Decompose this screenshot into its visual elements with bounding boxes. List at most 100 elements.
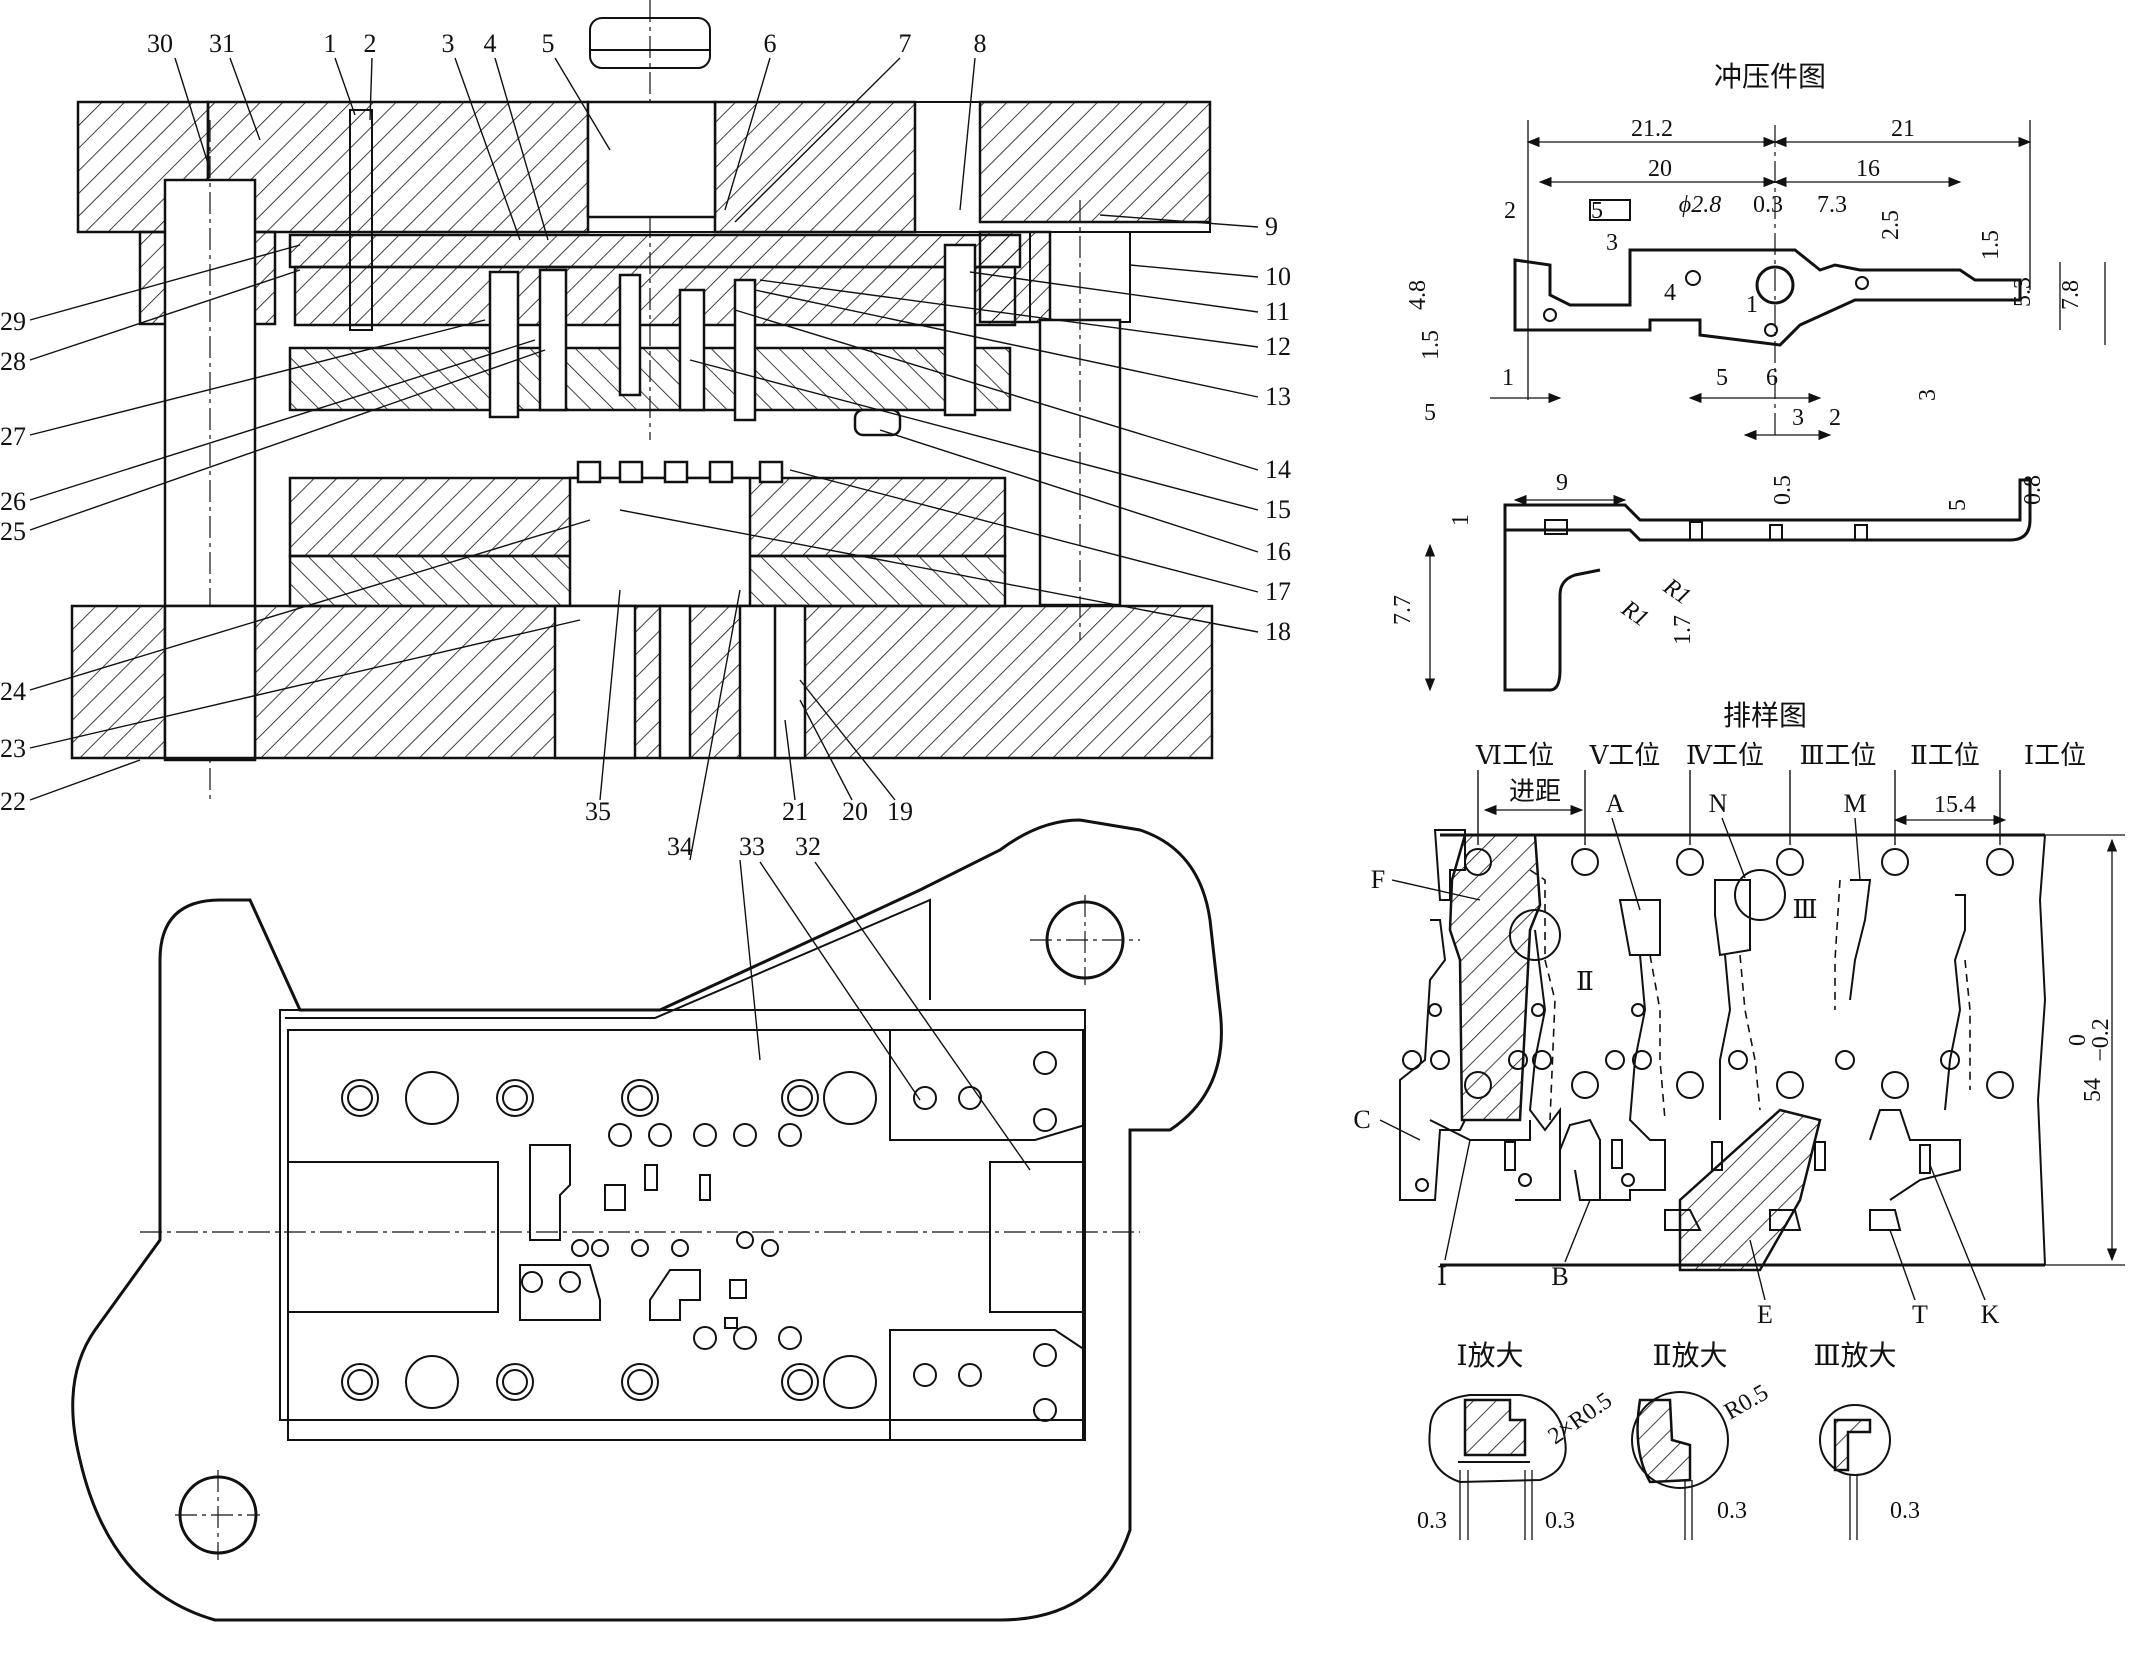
detail-I-dim-left: 0.3 — [1417, 1508, 1447, 1534]
part-label-9: 9 — [1265, 212, 1278, 241]
station-3: Ⅲ工位 — [1799, 741, 1876, 770]
layout-letter-C: C — [1353, 1105, 1370, 1134]
dim-6: 6 — [1766, 365, 1778, 391]
part-label-14: 14 — [1265, 455, 1291, 484]
part-label-18: 18 — [1265, 617, 1291, 646]
detail-III-title: Ⅲ放大 — [1813, 1340, 1896, 1372]
dim-5-3: 5.3 — [2010, 277, 2036, 307]
layout-letter-N: N — [1709, 789, 1728, 818]
part-label-11: 11 — [1265, 297, 1290, 326]
layout-letter-T: T — [1912, 1300, 1928, 1329]
part-label-24: 24 — [0, 677, 26, 706]
dim-1-bottom: 1 — [1502, 365, 1514, 391]
part-label-3: 3 — [442, 29, 455, 58]
part-label-12: 12 — [1265, 332, 1291, 361]
dim-7-7: 7.7 — [1390, 595, 1416, 625]
stamping-part-view: 冲压件图 21.2 2 1 20 1 6 2 5 3 ϕ2.8 0.3 7.3 2.… — [1390, 61, 2106, 692]
strip-width-tol-upper: 0 — [2065, 1034, 2091, 1046]
dim-21-2: 21.2 — [1631, 116, 1673, 142]
detail-circle-II — [1509, 909, 1561, 961]
dim-0-3: 0.3 — [1753, 192, 1783, 218]
station-2: Ⅱ工位 — [1910, 741, 1980, 770]
strip-layout-view: 排样图 Ⅵ工位 Ⅴ工位 Ⅳ工位 Ⅲ工位 Ⅱ工位 Ⅰ工位 进距 15.4 54 0… — [1353, 700, 2125, 1329]
part-label-19: 19 — [887, 797, 913, 826]
dim-5-bottom: 5 — [1424, 400, 1436, 426]
strip-width-tol-lower: −0.2 — [2088, 1018, 2114, 1062]
pitch-label: 进距 — [1509, 777, 1561, 806]
part-label-26: 26 — [0, 487, 26, 516]
dim-4: 4 — [1664, 280, 1676, 306]
dim-1-5-right: 1.5 — [1978, 230, 2004, 260]
part-label-32: 32 — [795, 832, 821, 861]
dim-1-7: 1.7 — [1670, 615, 1696, 645]
part-label-23: 23 — [0, 734, 26, 763]
part-label-16: 16 — [1265, 537, 1291, 566]
detail-II-title: Ⅱ放大 — [1652, 1340, 1727, 1372]
part-label-25: 25 — [0, 517, 26, 546]
strip-width-dim: 54 — [2080, 1078, 2106, 1102]
layout-letter-M: M — [1843, 789, 1866, 818]
detail-I-radius: 2×R0.5 — [1544, 1388, 1618, 1450]
dim-0-8: 0.8 — [2020, 475, 2046, 505]
dim-5b: 5 — [1716, 365, 1728, 391]
part-label-10: 10 — [1265, 262, 1291, 291]
dim-7-3: 7.3 — [1817, 192, 1847, 218]
detail-II-radius: R0.5 — [1720, 1380, 1773, 1426]
part-label-8: 8 — [974, 29, 987, 58]
layout-title: 排样图 — [1723, 700, 1807, 732]
part-label-17: 17 — [1265, 577, 1291, 606]
dim-phi2-8: ϕ2.8 — [1679, 192, 1721, 218]
dim-4-8: 4.8 — [1405, 280, 1431, 310]
dim-1-5-left: 1.5 — [1418, 330, 1444, 360]
pilot-holes — [1402, 848, 2014, 1192]
layout-letter-III: Ⅲ — [1792, 895, 1817, 924]
part-label-31: 31 — [209, 29, 235, 58]
stamping-part-title: 冲压件图 — [1714, 61, 1826, 93]
part-number-labels: 30 31 1 2 3 4 5 6 7 8 9 10 11 12 13 14 1… — [0, 29, 1291, 1171]
dim-2-5: 2.5 — [1878, 210, 1904, 240]
part-label-20: 20 — [842, 797, 868, 826]
dim-1-side: 1 — [1448, 514, 1474, 526]
part-label-5: 5 — [542, 29, 555, 58]
part-label-15: 15 — [1265, 495, 1291, 524]
layout-letter-I: Ⅰ — [1437, 1262, 1447, 1291]
station-1: Ⅰ工位 — [2024, 741, 2086, 770]
dim-2: 2 — [1504, 198, 1516, 224]
dim-20: 20 — [1648, 156, 1672, 182]
dim-5: 5 — [1591, 198, 1603, 224]
station-4: Ⅳ工位 — [1686, 741, 1764, 770]
part-label-33: 33 — [739, 832, 765, 861]
dim-R1-a: R1 — [1616, 595, 1654, 632]
dim-3-right: 3 — [1915, 389, 1941, 401]
station-5: Ⅴ工位 — [1589, 741, 1661, 770]
part-label-13: 13 — [1265, 382, 1291, 411]
part-label-28: 28 — [0, 347, 26, 376]
detail-views: Ⅰ放大 2×R0.5 0.3 0.3 Ⅱ放大 R0.5 0.3 Ⅲ放大 0.3 — [1417, 1340, 1920, 1540]
dim-7-8: 7.8 — [2058, 280, 2084, 310]
dim-R1-b: R1 — [1658, 573, 1696, 610]
dim-3-bottom: 3 — [1792, 405, 1804, 431]
part-label-35: 35 — [585, 797, 611, 826]
part-label-27: 27 — [0, 422, 26, 451]
detail-I-title: Ⅰ放大 — [1456, 1340, 1523, 1372]
layout-letter-K: K — [1981, 1300, 2000, 1329]
dim-0-5: 0.5 — [1770, 475, 1796, 505]
layout-letter-B: B — [1551, 1262, 1568, 1291]
part-label-34: 34 — [667, 832, 693, 861]
layout-letter-II: Ⅱ — [1576, 967, 1594, 996]
part-label-7: 7 — [899, 29, 912, 58]
part-label-22: 22 — [0, 787, 26, 816]
detail-III-dim: 0.3 — [1890, 1498, 1920, 1524]
dim-2-bottom: 2 — [1829, 405, 1841, 431]
detail-II-dim: 0.3 — [1717, 1498, 1747, 1524]
part-label-21: 21 — [782, 797, 808, 826]
part-label-30: 30 — [147, 29, 173, 58]
station-6: Ⅵ工位 — [1475, 741, 1554, 770]
part-label-2: 2 — [364, 29, 377, 58]
section-view — [70, 0, 1214, 800]
layout-letter-E: E — [1757, 1300, 1773, 1329]
plan-view — [71, 818, 1223, 1622]
detail-circle-III — [1734, 869, 1786, 921]
pitch-value: 15.4 — [1934, 792, 1976, 818]
part-label-29: 29 — [0, 307, 26, 336]
